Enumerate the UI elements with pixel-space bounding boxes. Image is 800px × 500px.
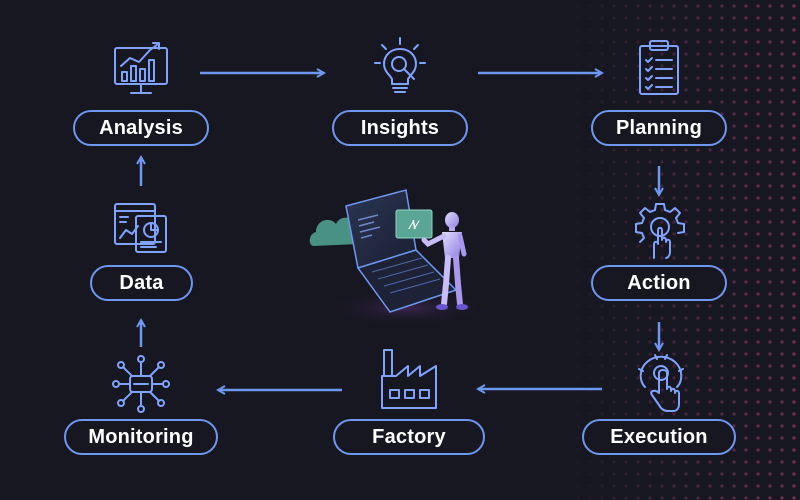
node-monitoring: Monitoring <box>64 419 218 455</box>
node-analysis: Analysis <box>73 110 209 146</box>
touch-gear-icon <box>638 354 684 412</box>
node-data: Data <box>90 265 193 301</box>
gear-hand-icon <box>635 203 685 259</box>
robot-laptop-illustration: ⁄\⁄ <box>309 189 486 326</box>
robot-figure <box>421 212 468 310</box>
dot-pattern-background <box>560 0 800 500</box>
node-execution: Execution <box>582 419 736 455</box>
node-action: Action <box>591 265 727 301</box>
lightbulb-search-icon <box>374 37 426 93</box>
chart-monitor-icon <box>114 42 168 94</box>
network-hub-icon <box>112 355 170 413</box>
data-dashboard-icon <box>114 203 167 253</box>
node-insights: Insights <box>332 110 468 146</box>
clipboard-checklist-icon <box>639 40 679 95</box>
node-planning: Planning <box>591 110 727 146</box>
code-glyph: ⁄\⁄ <box>407 218 420 232</box>
node-factory: Factory <box>333 419 485 455</box>
factory-icon <box>381 349 437 409</box>
